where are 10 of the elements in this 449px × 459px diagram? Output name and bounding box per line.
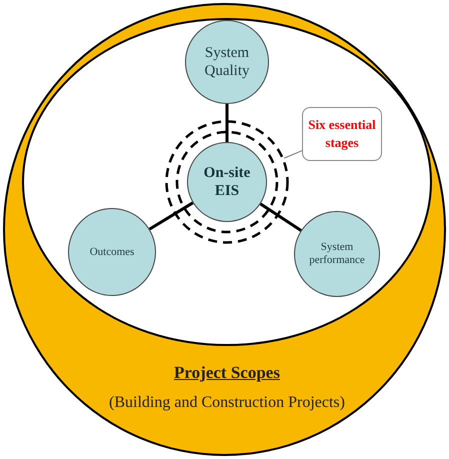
connector-line xyxy=(148,202,194,230)
circle-label: System Quality xyxy=(204,44,250,80)
circle-label: Outcomes xyxy=(88,246,136,258)
scope-title: Project Scopes xyxy=(173,362,281,384)
scope-subtitle: (Building and Construction Projects) xyxy=(108,393,346,413)
circle-label: System performance xyxy=(308,241,366,267)
callout-text: Six essential stages xyxy=(307,116,377,152)
circle-label: On-site EIS xyxy=(202,164,252,200)
callout-box xyxy=(302,107,382,161)
dashed-rings xyxy=(165,120,289,244)
